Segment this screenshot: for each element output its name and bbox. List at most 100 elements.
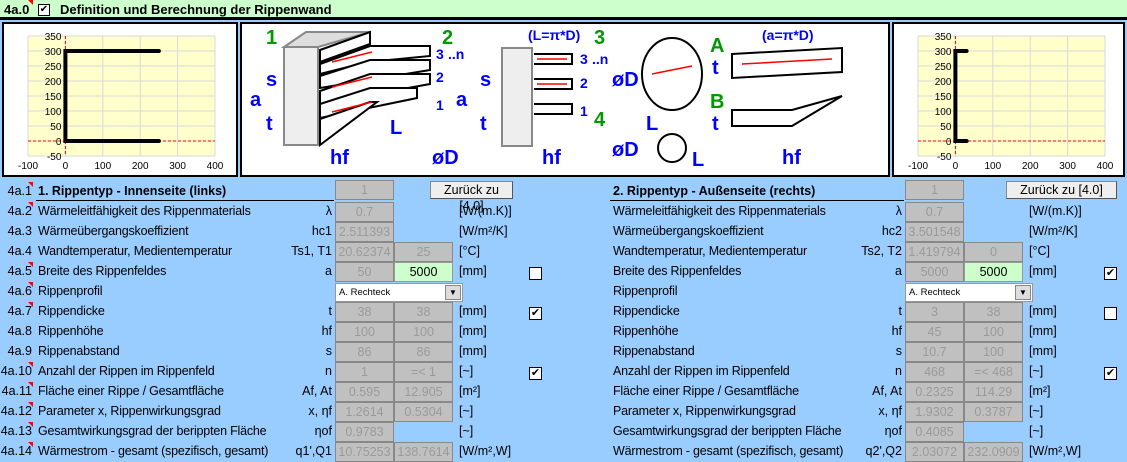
unit-label: [mm] bbox=[1029, 324, 1057, 338]
fin-count: ..n bbox=[592, 51, 608, 67]
unit-label: [mm] bbox=[1029, 344, 1057, 358]
row-label: Wandtemperatur, Medientemperatur bbox=[613, 244, 807, 258]
value-cell: 3 bbox=[905, 302, 964, 322]
value-cell: 25 bbox=[394, 242, 453, 262]
row-symbol: a bbox=[895, 264, 902, 278]
value-cell: 0.7 bbox=[905, 202, 964, 222]
value-cell: 0.2325 bbox=[905, 382, 964, 402]
row-symbol: q1',Q1 bbox=[295, 444, 332, 458]
value-cell: 138.7614 bbox=[394, 442, 453, 462]
unit-label: [~] bbox=[459, 404, 474, 418]
label-hf: hf bbox=[782, 147, 801, 169]
row-label: Wärmestrom - gesamt (spezifisch, gesamt) bbox=[38, 444, 269, 458]
unit-label: [~] bbox=[459, 364, 474, 378]
value-cell: 114.29 bbox=[964, 382, 1023, 402]
label-a: a bbox=[250, 89, 262, 111]
profile-A-label: A bbox=[710, 35, 724, 57]
value-cell: 0.595 bbox=[335, 382, 394, 402]
row-label: Rippenprofil bbox=[38, 284, 103, 298]
value-cell: 2.511393 bbox=[335, 222, 394, 242]
row-label: Rippendicke bbox=[38, 304, 105, 318]
row-label: Parameter x, Rippenwirkungsgrad bbox=[38, 404, 221, 418]
y-tick-label: 300 bbox=[935, 47, 952, 58]
selected-value: A. Rechteck bbox=[909, 287, 961, 298]
row-number: 4a.5 bbox=[7, 264, 32, 278]
fin-profile-select[interactable]: A. Rechteck ▼ bbox=[905, 283, 1033, 302]
unit-label: [mm] bbox=[1029, 264, 1057, 278]
fin-types-diagram: a s t hf L øD a s t hf øD øD L L t t hf … bbox=[240, 22, 890, 177]
row-number: 4a.6 bbox=[7, 284, 32, 298]
unit-label: [mm] bbox=[459, 344, 487, 358]
label-t: t bbox=[712, 113, 719, 135]
table-row: Breite des Rippenfeldes a 5000 5000 [mm] ✔ bbox=[0, 262, 1127, 282]
y-tick-label: 150 bbox=[935, 92, 952, 103]
row-checkbox[interactable]: ✔ bbox=[1104, 267, 1117, 280]
value-input[interactable]: 5000 bbox=[964, 262, 1023, 282]
x-tick-label: 300 bbox=[1059, 161, 1076, 172]
row-label: Rippendicke bbox=[613, 304, 680, 318]
row-label: Wärmeleitfähigkeit des Rippenmaterials bbox=[613, 204, 826, 218]
y-tick-label: 300 bbox=[45, 47, 62, 58]
row-checkbox[interactable] bbox=[529, 267, 542, 280]
value-cell: 232.0909 bbox=[964, 442, 1023, 462]
y-tick-label: 50 bbox=[50, 122, 62, 133]
profile-B-label: B bbox=[710, 91, 724, 113]
fin-drawings bbox=[280, 30, 843, 163]
row-symbol: t bbox=[328, 304, 332, 318]
row-label: Anzahl der Rippen im Rippenfeld bbox=[613, 364, 790, 378]
row-label: Breite des Rippenfeldes bbox=[38, 264, 167, 278]
unit-label: [°C] bbox=[459, 244, 480, 258]
unit-label: [°C] bbox=[1029, 244, 1050, 258]
comment-marker bbox=[28, 262, 33, 267]
row-checkbox[interactable] bbox=[1104, 307, 1117, 320]
selected-value: A. Rechteck bbox=[339, 287, 391, 298]
row-symbol: hc1 bbox=[311, 224, 332, 238]
row-checkbox[interactable]: ✔ bbox=[1104, 367, 1117, 380]
type-number: 2 bbox=[442, 27, 453, 49]
chevron-down-icon[interactable]: ▼ bbox=[1015, 285, 1031, 300]
row-checkbox[interactable]: ✔ bbox=[529, 367, 542, 380]
value-cell: =< 1 bbox=[394, 362, 453, 382]
row-symbol: x, ηf bbox=[308, 404, 332, 418]
value-cell: 1.9302 bbox=[905, 402, 964, 422]
flow-arrows bbox=[331, 51, 833, 113]
row-number: 4a.13 bbox=[0, 424, 32, 438]
row-number: 4a.11 bbox=[1, 384, 32, 398]
row-symbol: ηof bbox=[314, 424, 332, 438]
row-symbol: hc2 bbox=[881, 224, 902, 238]
back-to-4-0-button-right[interactable]: Zurück zu [4.0] bbox=[1006, 181, 1117, 199]
fin-profile-select[interactable]: A. Rechteck ▼ bbox=[335, 283, 463, 302]
row-number: 4a.10 bbox=[0, 364, 32, 378]
row-label: Gesamtwirkungsgrad der berippten Fläche bbox=[613, 424, 842, 438]
row-checkbox[interactable]: ✔ bbox=[529, 307, 542, 320]
label-hf: hf bbox=[330, 147, 349, 169]
series-line bbox=[63, 49, 161, 143]
section-number: 4a.0 bbox=[4, 2, 30, 17]
section-checkbox[interactable]: ✔ bbox=[38, 4, 50, 16]
fin-number: 1 bbox=[436, 97, 444, 113]
table-row: Parameter x, Rippenwirkungsgrad x, ηf 1.93… bbox=[0, 402, 1127, 422]
comment-marker bbox=[28, 0, 33, 5]
section-header: 4a.0 ✔ Definition und Berechnung der Rip… bbox=[0, 0, 1127, 20]
chevron-down-icon[interactable]: ▼ bbox=[445, 285, 461, 300]
x-tick-label: 400 bbox=[1097, 161, 1114, 172]
row-number: 4a.9 bbox=[7, 344, 32, 358]
comment-marker bbox=[28, 282, 33, 287]
comment-marker bbox=[28, 442, 33, 447]
unit-label: [W/m²,W] bbox=[1029, 444, 1082, 458]
table-row: Wärmestrom - gesamt (spezifisch, gesamt)… bbox=[0, 442, 1127, 462]
y-tick-label: -50 bbox=[47, 152, 62, 163]
value-input[interactable]: 5000 bbox=[394, 262, 453, 282]
x-tick-label: -100 bbox=[908, 161, 928, 172]
back-to-4-0-button-left[interactable]: Zurück zu [4.0] bbox=[430, 181, 513, 213]
comment-marker bbox=[28, 402, 33, 407]
row-label: Wärmeübergangskoeffizient bbox=[613, 224, 764, 238]
fin-number: 3 bbox=[580, 51, 588, 67]
y-tick-label: 350 bbox=[45, 32, 62, 43]
label-t: t bbox=[266, 113, 273, 135]
